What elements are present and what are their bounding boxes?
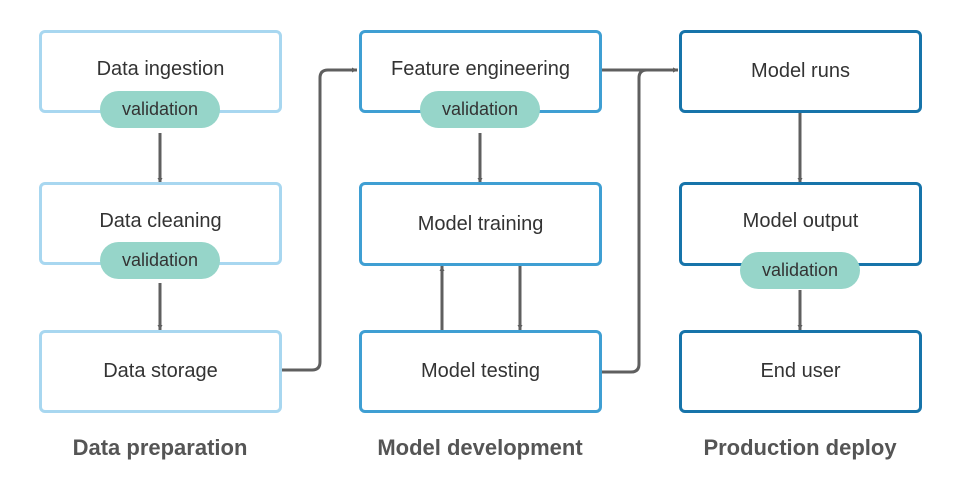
step-model-testing-label: Model testing [421,360,540,382]
step-feature-engineering-label: Feature engineering [390,58,570,80]
step-data-cleaning-label: Data cleaning [99,210,222,232]
step-model-output: Model output [679,182,922,266]
step-model-testing: Model testing [359,330,602,413]
validation-badge-ingestion: validation [100,91,220,128]
arrow-storage-to-feature-engineering [282,67,357,372]
section-title-data-preparation: Data preparation [72,435,248,460]
step-end-user-label: End user [760,360,841,382]
step-data-storage: Data storage [39,330,282,413]
step-model-training-label: Model training [417,212,544,235]
step-model-runs-label: Model runs [751,60,850,82]
step-model-output-label: Model output [742,210,859,232]
step-data-storage-label: Data storage [103,360,218,382]
step-model-training: Model training [359,182,602,266]
section-title-production-deploy: Production deploy [703,435,897,460]
section-title-model-development: Model development [377,435,583,460]
validation-badge-output: validation [740,252,860,289]
step-model-runs: Model runs [679,30,922,113]
arrow-testing-to-runs [602,67,678,374]
step-end-user: End user [679,330,922,413]
validation-badge-cleaning: validation [100,242,220,279]
step-data-ingestion-label: Data ingestion [96,58,225,80]
validation-badge-feature-engineering: validation [420,91,540,128]
